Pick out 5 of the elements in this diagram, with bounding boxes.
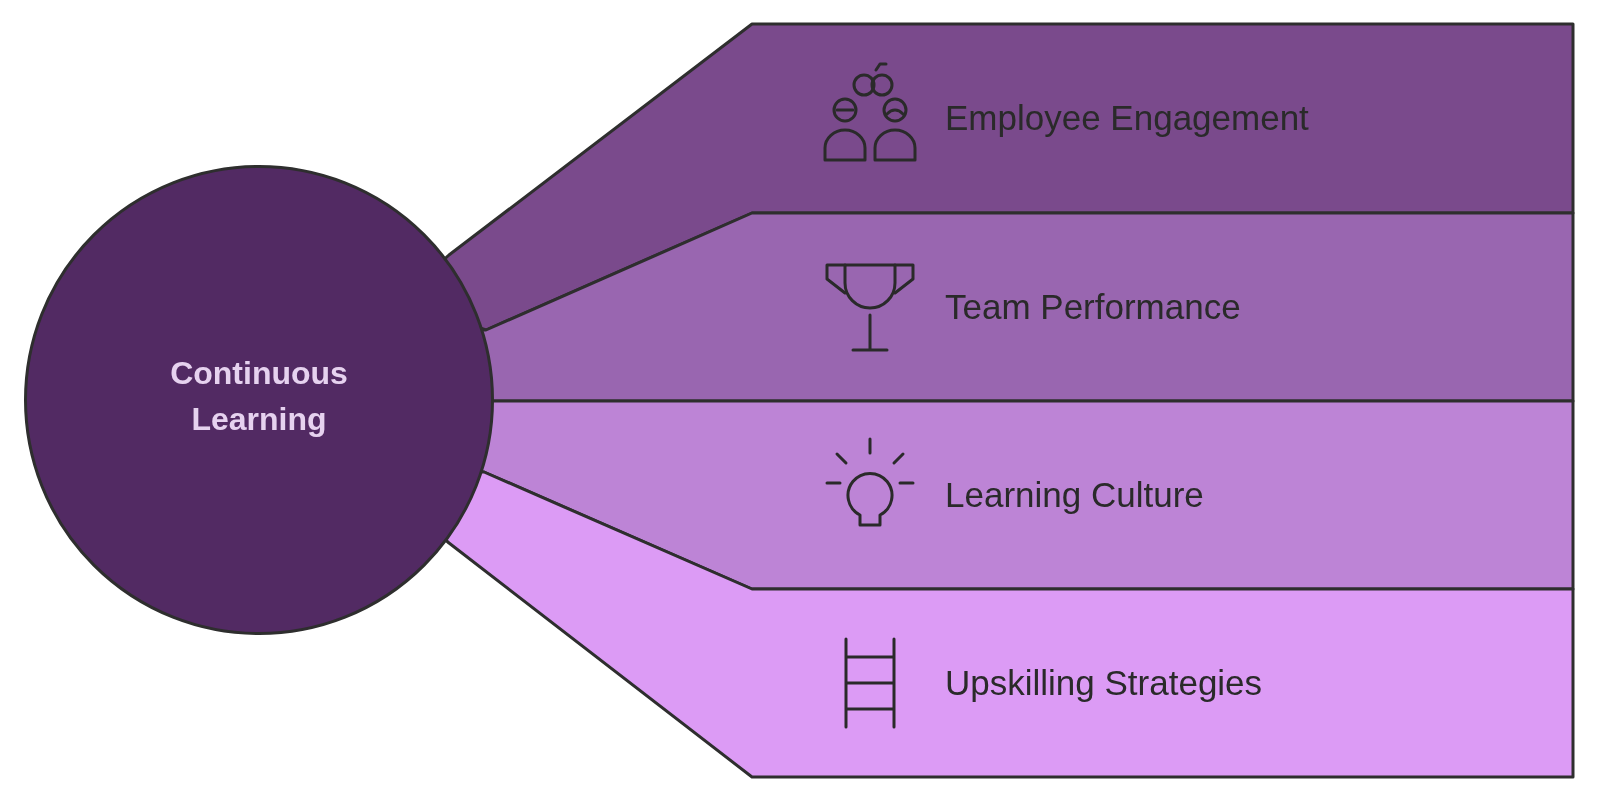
band-label: Employee Engagement: [945, 97, 1309, 139]
band-label: Learning Culture: [945, 474, 1204, 516]
band-label: Team Performance: [945, 286, 1241, 328]
hub-label: Continuous Learning: [169, 354, 349, 439]
band-label: Upskilling Strategies: [945, 662, 1263, 704]
